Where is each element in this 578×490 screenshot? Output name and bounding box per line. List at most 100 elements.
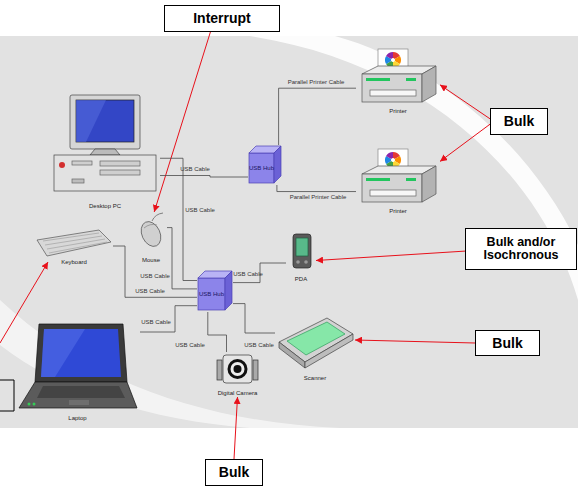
usb-cable [277, 185, 356, 192]
printer-device: Printer [356, 148, 440, 215]
printer-side [422, 166, 436, 202]
cable-label: USB Cable [135, 288, 165, 295]
drive-bay [100, 170, 140, 175]
mouse-device-illustration [135, 212, 167, 264]
callout-arrow [440, 124, 490, 161]
printer-front [362, 174, 422, 202]
desktop-device-illustration [50, 95, 160, 210]
printer-tray [370, 190, 416, 196]
usb-cable [113, 246, 197, 297]
usb-cable [233, 304, 275, 333]
callout-box: Bulk [205, 459, 263, 486]
callout-box: Interrupt [164, 5, 280, 32]
mouse-button-line [144, 224, 157, 228]
printer-front [362, 74, 422, 102]
transfer-type-label: Bulk [504, 114, 534, 129]
desktop-device: Desktop PC [50, 95, 160, 210]
device-label: Keyboard [21, 259, 127, 266]
usb-hub: USB Hub [248, 145, 282, 185]
scanner-device-illustration [275, 312, 355, 382]
hub-side [225, 271, 232, 310]
transfer-type-label: Bulk [492, 336, 522, 351]
button [72, 179, 84, 183]
drive-bay [72, 161, 92, 165]
white-swoosh [250, 36, 578, 300]
pda-device-illustration [286, 233, 316, 283]
callout-arrow [316, 251, 465, 260]
usb-cable [233, 263, 286, 283]
hub-label: USB Hub [249, 153, 274, 183]
cable-label: USB Cable [141, 319, 171, 326]
device-label: Desktop PC [36, 203, 174, 210]
laptop-device-illustration [15, 322, 140, 422]
transfer-type-label: Interrupt [193, 11, 251, 26]
cable-label: USB Cable [180, 166, 210, 173]
printer-tray [370, 90, 416, 96]
usb-cable [160, 158, 197, 280]
printer-light [406, 78, 416, 81]
system-unit [54, 155, 156, 191]
device-label: PDA [272, 276, 330, 283]
pda-device: PDA [286, 233, 316, 283]
color-wheel-segment [386, 152, 393, 159]
cable-label: Parallel Printer Cable [288, 79, 345, 86]
cropped-callout-box [0, 380, 14, 411]
cable-label: USB Cable [175, 342, 205, 349]
touchpad [69, 400, 89, 405]
screen-glare [76, 100, 106, 142]
laptop-keyboard [37, 386, 125, 398]
status-light [33, 403, 36, 406]
mouse-body [137, 218, 164, 249]
hub-front [198, 278, 225, 310]
camera-lens [228, 359, 248, 379]
callout-arrow [154, 32, 210, 212]
pda-body [293, 234, 311, 268]
pda-button [296, 260, 300, 264]
cable-label: USB Cable [140, 273, 170, 280]
gray-panel [0, 36, 578, 428]
usb-cable [160, 176, 248, 178]
usb-cable [208, 312, 227, 352]
drive-bay [100, 161, 140, 166]
device-label: Mouse [121, 257, 181, 264]
monitor-screen [76, 100, 134, 142]
key-row [43, 233, 99, 241]
power-light [59, 162, 65, 168]
printer-device-illustration [356, 148, 440, 215]
cable-label: Parallel Printer Cable [290, 194, 347, 201]
camera-body [223, 355, 252, 383]
device-label: Printer [342, 208, 454, 215]
usb-cable [140, 306, 197, 332]
camera-speaker [217, 360, 222, 380]
laptop-device: Laptop [15, 322, 140, 422]
status-light [28, 403, 31, 406]
callout-box: Bulk [490, 108, 548, 135]
printer-strip [366, 78, 390, 81]
screen-glare [41, 329, 85, 377]
usb-cable [167, 228, 197, 289]
monitor-frame [70, 95, 140, 149]
transfer-type-label: Bulk [219, 465, 249, 480]
hub-front [249, 153, 274, 183]
key-row [49, 242, 107, 253]
scanner-device: Scanner [275, 312, 355, 382]
laptop-screen [41, 329, 121, 377]
usb-hub: USB Hub [197, 270, 233, 312]
transfer-type-label: Bulk and/or Isochronous [466, 236, 576, 263]
callout-box: Bulk [475, 330, 540, 356]
printer-light [406, 178, 416, 181]
color-wheel-segment [386, 52, 393, 59]
white-swoosh [0, 300, 340, 428]
printer-device: Printer [356, 48, 440, 115]
laptop-lid [35, 324, 127, 382]
printer-device-illustration [356, 48, 440, 115]
keyboard-device: Keyboard [35, 226, 113, 266]
cable-label: USB Cable [185, 207, 215, 214]
device-label: Digital Camera [196, 390, 279, 397]
camera-lens-center [234, 365, 242, 373]
callout-arrow [234, 397, 238, 459]
callout-box: Bulk and/or Isochronous [465, 228, 577, 270]
hub-label: USB Hub [198, 278, 225, 310]
camera-device: Digital Camera [210, 352, 265, 397]
